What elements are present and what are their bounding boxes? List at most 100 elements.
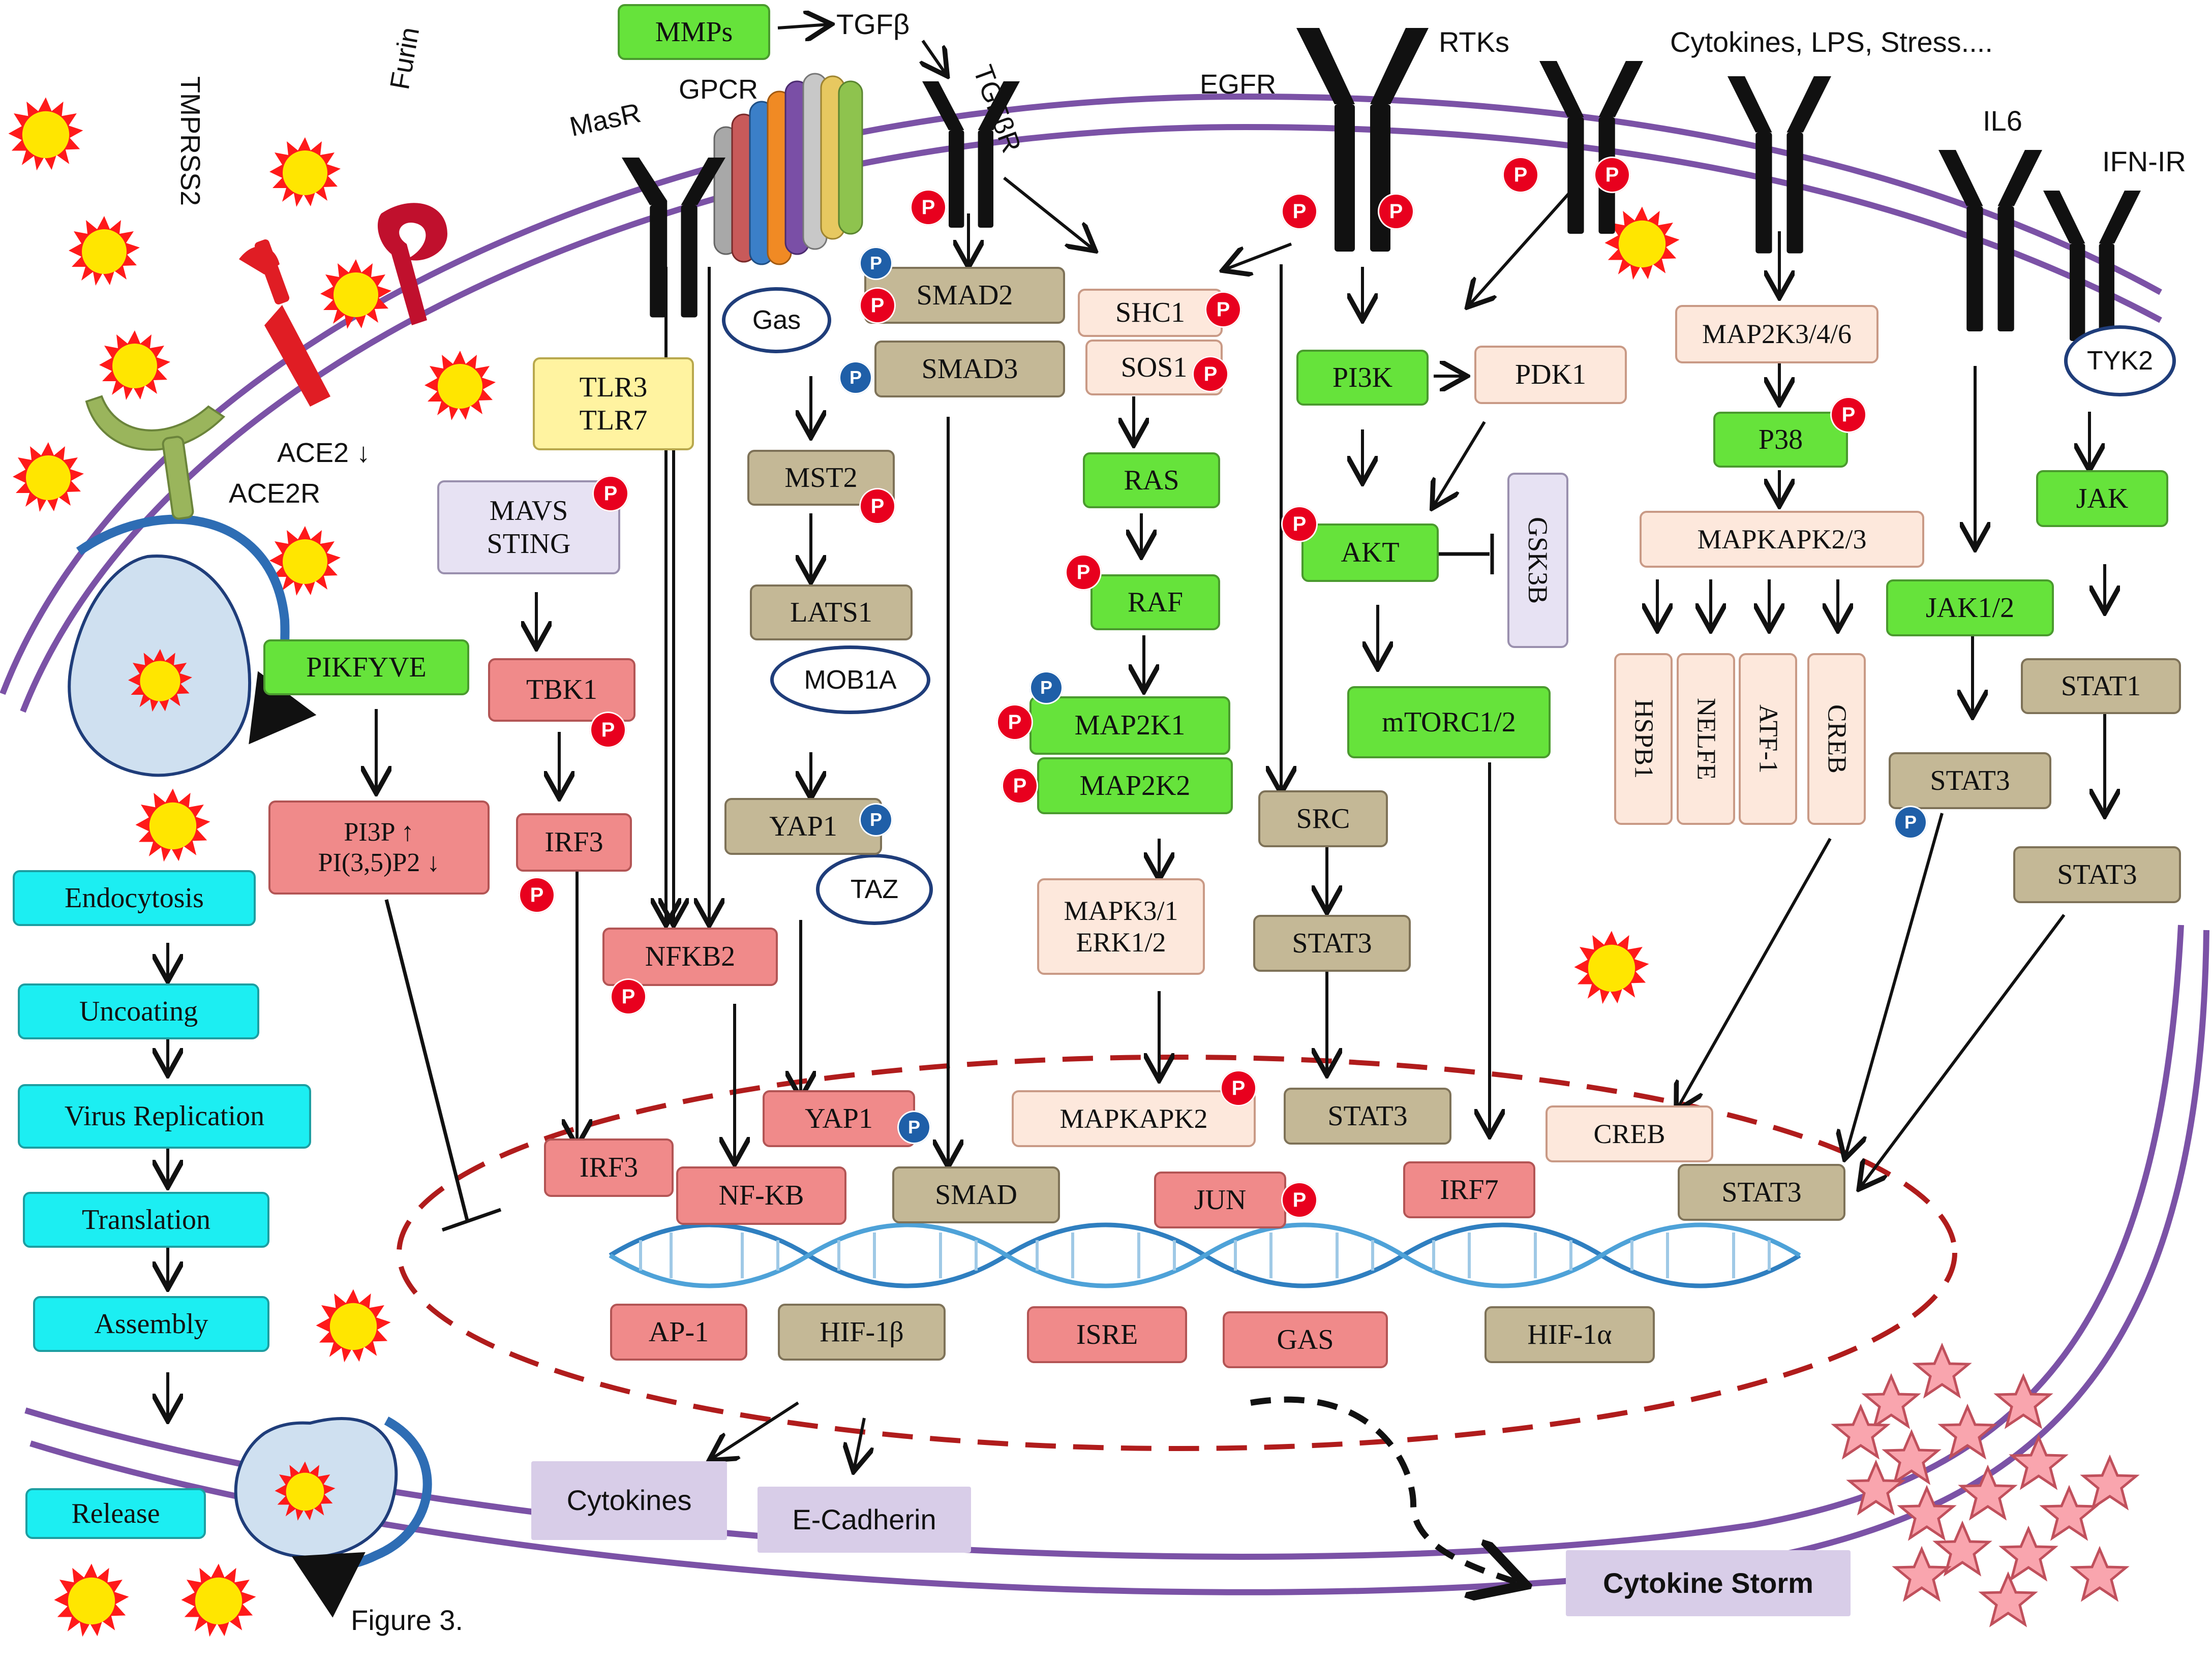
phospho-badge: P bbox=[1281, 1182, 1318, 1218]
mtorc-node: mTORC1/2 bbox=[1347, 686, 1551, 758]
phospho-badge: P bbox=[859, 287, 896, 324]
phospho-badge: P bbox=[1281, 506, 1318, 542]
stat3-jak-node: STAT3 bbox=[1889, 752, 2051, 809]
map2k2-node: MAP2K2 bbox=[1037, 757, 1233, 814]
label-ifnir: IFN-IR bbox=[2102, 145, 2186, 177]
nfkb-nucleus-node: NF-KB bbox=[676, 1166, 846, 1225]
raf-node: RAF bbox=[1090, 574, 1220, 630]
smad-nucleus-node: SMAD bbox=[892, 1166, 1060, 1223]
egfr-receptor-icon bbox=[1296, 28, 1429, 252]
nucleus-boundary bbox=[397, 1055, 1957, 1451]
creb-nucleus-node: CREB bbox=[1546, 1105, 1713, 1162]
phospho-badge: P bbox=[610, 978, 647, 1015]
nelfe-node: NELFE bbox=[1677, 653, 1735, 825]
phospho-badge-blue: P bbox=[1029, 671, 1063, 704]
lifecycle-virus-replication: Virus Replication bbox=[18, 1084, 311, 1149]
lifecycle-uncoating: Uncoating bbox=[18, 983, 259, 1039]
jak-node: JAK bbox=[2036, 470, 2168, 527]
cytokine-receptor-icon bbox=[1728, 76, 1831, 254]
pi3k-node: PI3K bbox=[1296, 350, 1429, 406]
phospho-badge: P bbox=[1378, 193, 1414, 230]
phospho-badge: P bbox=[1220, 1070, 1257, 1106]
isre-node: ISRE bbox=[1027, 1306, 1187, 1363]
phospho-badge: P bbox=[1281, 193, 1318, 230]
il6-receptor-icon bbox=[1938, 150, 2042, 331]
dna-helix-icon bbox=[609, 1222, 1801, 1288]
phospho-badge: P bbox=[910, 189, 947, 226]
label-rtks: RTKs bbox=[1439, 26, 1509, 58]
phospho-badge: P bbox=[1192, 356, 1229, 392]
creb-cytoplasm-node: CREB bbox=[1807, 653, 1866, 825]
gas-node: GAS bbox=[1223, 1311, 1388, 1368]
phospho-badge-blue: P bbox=[1894, 806, 1927, 839]
gas-oval: Gas bbox=[722, 287, 831, 353]
lifecycle-assembly: Assembly bbox=[33, 1296, 269, 1352]
cytokines-output: Cytokines bbox=[531, 1461, 727, 1540]
mavs-sting-node: MAVS STING bbox=[437, 480, 620, 574]
inhibition-lines bbox=[384, 534, 1494, 1232]
stat3-ifn-node: STAT3 bbox=[2013, 846, 2181, 903]
ecadherin-output: E-Cadherin bbox=[757, 1487, 971, 1553]
label-egfr: EGFR bbox=[1200, 69, 1277, 100]
label-cytokines-lps-stress: Cytokines, LPS, Stress.... bbox=[1670, 26, 1993, 58]
pi3p-node: PI3P ↑ PI(3,5)P2 ↓ bbox=[268, 800, 490, 895]
label-ace2r: ACE2R bbox=[229, 478, 321, 509]
tyk2-oval: TYK2 bbox=[2064, 325, 2176, 396]
ace2-receptor-icon bbox=[85, 395, 226, 520]
phospho-badge-blue: P bbox=[839, 361, 872, 394]
phospho-badge-blue: P bbox=[859, 247, 893, 280]
pdk1-node: PDK1 bbox=[1474, 346, 1627, 404]
pikfyve-node: PIKFYVE bbox=[263, 639, 469, 695]
stat3-nucleus-b-node: STAT3 bbox=[1678, 1164, 1845, 1221]
phospho-badge: P bbox=[1594, 157, 1630, 193]
tgfbr-receptor-icon bbox=[922, 81, 1020, 228]
smad3-node: SMAD3 bbox=[874, 341, 1065, 397]
phospho-badge: P bbox=[519, 877, 555, 913]
endosome-icon bbox=[68, 514, 317, 777]
irf7-nucleus-node: IRF7 bbox=[1403, 1161, 1535, 1218]
phospho-badge: P bbox=[592, 475, 629, 512]
masr-receptor-icon bbox=[622, 158, 725, 318]
ras-node: RAS bbox=[1083, 452, 1220, 508]
phospho-badge: P bbox=[590, 712, 626, 748]
p38-node: P38 bbox=[1713, 412, 1848, 468]
hspb1-node: HSPB1 bbox=[1614, 653, 1673, 825]
irf3-nucleus-node: IRF3 bbox=[544, 1138, 674, 1197]
phospho-badge: P bbox=[859, 488, 896, 525]
lifecycle-translation: Translation bbox=[23, 1192, 269, 1248]
label-il6: IL6 bbox=[1983, 105, 2022, 137]
hif1a-node: HIF-1α bbox=[1484, 1306, 1655, 1363]
map2k1-node: MAP2K1 bbox=[1029, 696, 1230, 755]
stat1-node: STAT1 bbox=[2021, 658, 2181, 714]
yap1-cytoplasm-node: YAP1 bbox=[724, 798, 882, 855]
mst2-node: MST2 bbox=[747, 450, 895, 506]
yap1-nucleus-node: YAP1 bbox=[763, 1090, 915, 1147]
jun-nucleus-node: JUN bbox=[1154, 1172, 1286, 1228]
mmps-box: MMPs bbox=[618, 4, 770, 60]
label-tmprss2: TMPRSS2 bbox=[175, 76, 205, 206]
mob1a-oval: MOB1A bbox=[770, 645, 930, 714]
irf3-cytoplasm-node: IRF3 bbox=[516, 813, 632, 872]
phospho-badge: P bbox=[1002, 767, 1038, 804]
ap1-node: AP-1 bbox=[610, 1304, 747, 1361]
phospho-badge: P bbox=[1830, 396, 1867, 433]
label-tgfb: TGFβ bbox=[836, 8, 910, 40]
akt-node: AKT bbox=[1301, 523, 1439, 582]
nfkb2-node: NFKB2 bbox=[602, 928, 778, 986]
mapkapk23-node: MAPKAPK2/3 bbox=[1640, 511, 1924, 568]
tbk1-node: TBK1 bbox=[488, 658, 635, 722]
phospho-badge: P bbox=[1205, 291, 1241, 328]
figure-label: Figure 3. bbox=[351, 1604, 463, 1636]
smad2-node: SMAD2 bbox=[864, 267, 1065, 324]
atf1-node: ATF-1 bbox=[1739, 653, 1797, 825]
hif1b-node: HIF-1β bbox=[778, 1304, 946, 1361]
label-gpcr: GPCR bbox=[679, 74, 759, 105]
phospho-badge: P bbox=[1502, 157, 1539, 193]
gsk3b-node: GSK3B bbox=[1507, 473, 1568, 648]
stat3-nucleus-node: STAT3 bbox=[1284, 1088, 1451, 1145]
cytokine-storm-output: Cytokine Storm bbox=[1566, 1550, 1851, 1616]
pathway-arrows bbox=[168, 24, 2105, 1469]
phospho-badge: P bbox=[1065, 554, 1102, 591]
phospho-badge-blue: P bbox=[859, 803, 893, 837]
